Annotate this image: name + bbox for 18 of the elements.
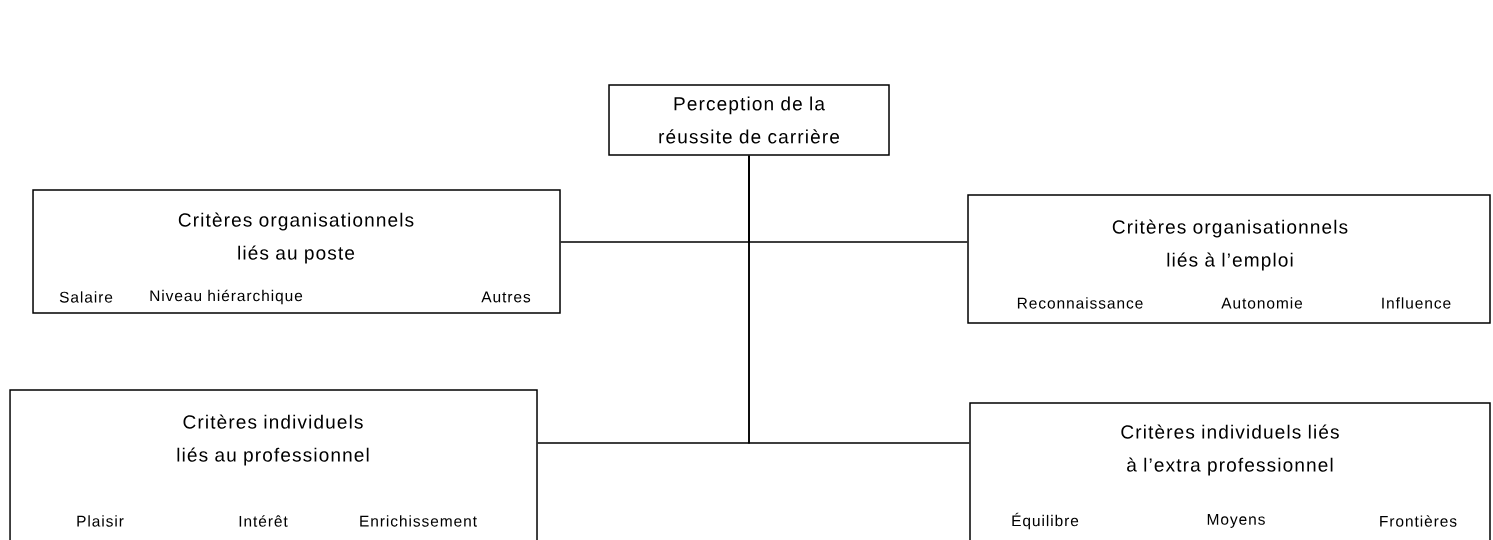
item-label: Influence	[1382, 297, 1451, 309]
item-label: Frontières	[1380, 515, 1457, 527]
item-label: Reconnaissance	[1017, 297, 1143, 309]
criteria-box: Critères organisationnels liés au poste Salaire Niveau hiérarchique Autres	[32, 189, 561, 314]
item-label: Enrichissement	[360, 515, 477, 527]
item-label: Équilibre	[1012, 512, 1079, 530]
criteria-box: Critères individuels liés au professionnel Plaisir Intérêt Enrichissement	[9, 389, 538, 540]
item-label: Salaire	[59, 291, 113, 303]
criteria-box: Critères individuels liés à l’extra professionnel Équilibre Moyens Frontières	[969, 402, 1491, 540]
item-label: Autonomie	[1221, 297, 1303, 309]
item-label: Moyens	[1207, 514, 1265, 528]
item-label: Intérêt	[239, 515, 288, 527]
item-label: Plaisir	[77, 515, 124, 527]
item-label: Autres	[481, 291, 531, 303]
criteria-box: Perception de la réussite de carrière	[608, 84, 890, 156]
connector-line	[748, 155, 970, 444]
criteria-box: Critères organisationnels liés à l’emploi Reconnaissance Autonomie Influence	[967, 194, 1491, 324]
item-label: Niveau hiérarchique	[150, 289, 303, 305]
